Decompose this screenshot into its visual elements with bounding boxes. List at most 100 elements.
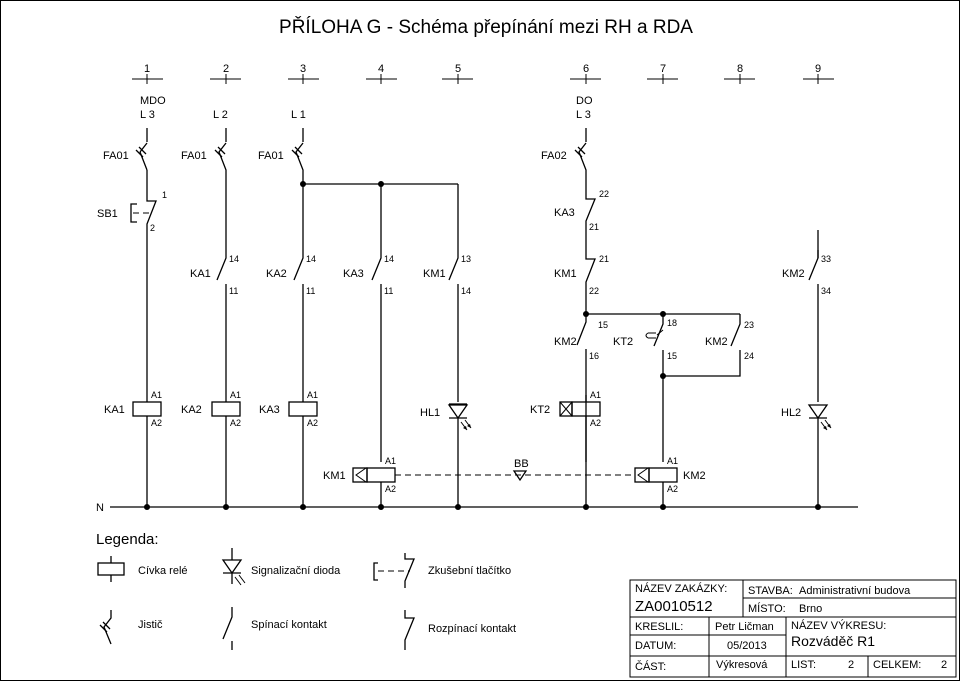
column-label: 6 <box>583 63 589 75</box>
breaker-label: FA01 <box>181 150 207 162</box>
terminal-number: 14 <box>384 254 394 264</box>
terminal-number: 13 <box>461 254 471 264</box>
terminal-number: A1 <box>307 390 318 400</box>
terminal-number: 14 <box>306 254 316 264</box>
led-label: HL2 <box>781 407 801 419</box>
terminal-number: 24 <box>744 351 754 361</box>
legend-no-symbol <box>222 607 233 650</box>
contact-label: KM2 <box>554 336 577 348</box>
supply-label: L 3 <box>140 109 155 121</box>
terminal-number: 15 <box>598 320 608 330</box>
terminal-number: A1 <box>385 456 396 466</box>
breaker-fa02 <box>574 142 587 190</box>
terminal-number: 21 <box>589 222 599 232</box>
breaker-label: FA01 <box>258 150 284 162</box>
interlock-label: BB <box>514 458 529 470</box>
column-label: 7 <box>660 63 666 75</box>
contact-label: KA1 <box>190 268 211 280</box>
led-hl2 <box>807 404 832 507</box>
contact-ka2-no <box>293 250 304 395</box>
legend-test-symbol <box>373 553 415 588</box>
contact-label: KA3 <box>554 207 575 219</box>
contact-km1-no <box>448 250 459 402</box>
terminal-number: A2 <box>385 484 396 494</box>
tb-label: ČÁST: <box>635 660 666 673</box>
neutral-junctions <box>144 504 821 510</box>
breaker-fa01-b <box>214 142 227 250</box>
tb-value: Rozváděč R1 <box>791 633 875 649</box>
contact-label: KT2 <box>613 336 633 348</box>
coil-label: KA1 <box>104 404 125 416</box>
terminal-number: A2 <box>307 418 318 428</box>
terminal-number: A1 <box>590 390 601 400</box>
column-label: 9 <box>815 63 821 75</box>
terminal-number: A2 <box>590 418 601 428</box>
breaker-fa01-a <box>135 142 148 196</box>
legend-text: Zkušební tlačítko <box>428 565 511 577</box>
coil-km2 <box>634 467 678 507</box>
legend-nc-symbol <box>404 610 415 650</box>
tb-value: 2 <box>941 659 947 671</box>
terminal-number: 1 <box>162 190 167 200</box>
tb-value: Administrativní budova <box>799 585 911 597</box>
tb-label: STAVBA: <box>748 585 793 597</box>
terminal-number: 33 <box>821 254 831 264</box>
terminal-number: 14 <box>461 286 471 296</box>
legend-text: Cívka relé <box>138 565 188 577</box>
breaker-fa01-c <box>291 142 304 184</box>
breaker-label: FA01 <box>103 150 129 162</box>
coil-ka1 <box>132 250 162 507</box>
led-hl1 <box>447 403 472 507</box>
supply-label: L 1 <box>291 109 306 121</box>
sb1-test-button <box>130 196 157 250</box>
supply-label: MDO <box>140 95 166 107</box>
terminal-number: 16 <box>589 351 599 361</box>
mechanical-interlock-bb <box>395 470 635 482</box>
diagram-title: PŘÍLOHA G - Schéma přepínání mezi RH a R… <box>279 16 693 38</box>
tb-value: Petr Ličman <box>715 621 774 633</box>
legend-heading: Legenda: <box>96 531 159 548</box>
contact-ka1-no <box>216 250 227 395</box>
column-label: 4 <box>378 63 384 75</box>
tb-label: NÁZEV VÝKRESU: <box>791 619 886 632</box>
coil-label: KM1 <box>323 470 346 482</box>
terminal-number: A1 <box>151 390 162 400</box>
contact-label: KA3 <box>343 268 364 280</box>
tb-value: ZA0010512 <box>635 598 713 615</box>
contact-km1-nc <box>585 250 596 314</box>
legend-coil-symbol <box>97 556 125 582</box>
coil-ka3 <box>288 395 318 507</box>
terminal-number: 14 <box>229 254 239 264</box>
led-label: HL1 <box>420 407 440 419</box>
contact-ka3-no <box>371 250 382 462</box>
terminal-number: A2 <box>667 484 678 494</box>
terminal-number: 22 <box>589 286 599 296</box>
tb-value: 2 <box>848 659 854 671</box>
terminal-number: A2 <box>230 418 241 428</box>
coil-label: KA2 <box>181 404 202 416</box>
contact-label: KM2 <box>782 268 805 280</box>
coil-label: KT2 <box>530 404 550 416</box>
tb-value: Výkresová <box>716 659 768 671</box>
legend-text: Signalizační dioda <box>251 565 341 577</box>
tb-label: CELKEM: <box>873 659 921 671</box>
legend-text: Rozpínací kontakt <box>428 623 516 635</box>
contact-km2-no-15 <box>576 314 587 462</box>
legend-diode-symbol <box>221 548 246 586</box>
tb-label: LIST: <box>791 659 816 671</box>
terminal-number: A2 <box>151 418 162 428</box>
terminal-number: 34 <box>821 286 831 296</box>
column-label: 2 <box>223 63 229 75</box>
contact-label: KM2 <box>705 336 728 348</box>
contact-label: KM1 <box>423 268 446 280</box>
coil-ka2 <box>211 395 241 507</box>
contact-label: KA2 <box>266 268 287 280</box>
coil-label: KM2 <box>683 470 706 482</box>
terminal-number: 11 <box>229 286 238 296</box>
breaker-label: FA02 <box>541 150 567 162</box>
terminal-number: 23 <box>744 320 754 330</box>
tb-value: Brno <box>799 603 822 615</box>
terminal-number: 11 <box>384 286 393 296</box>
legend-breaker-symbol <box>99 610 112 645</box>
